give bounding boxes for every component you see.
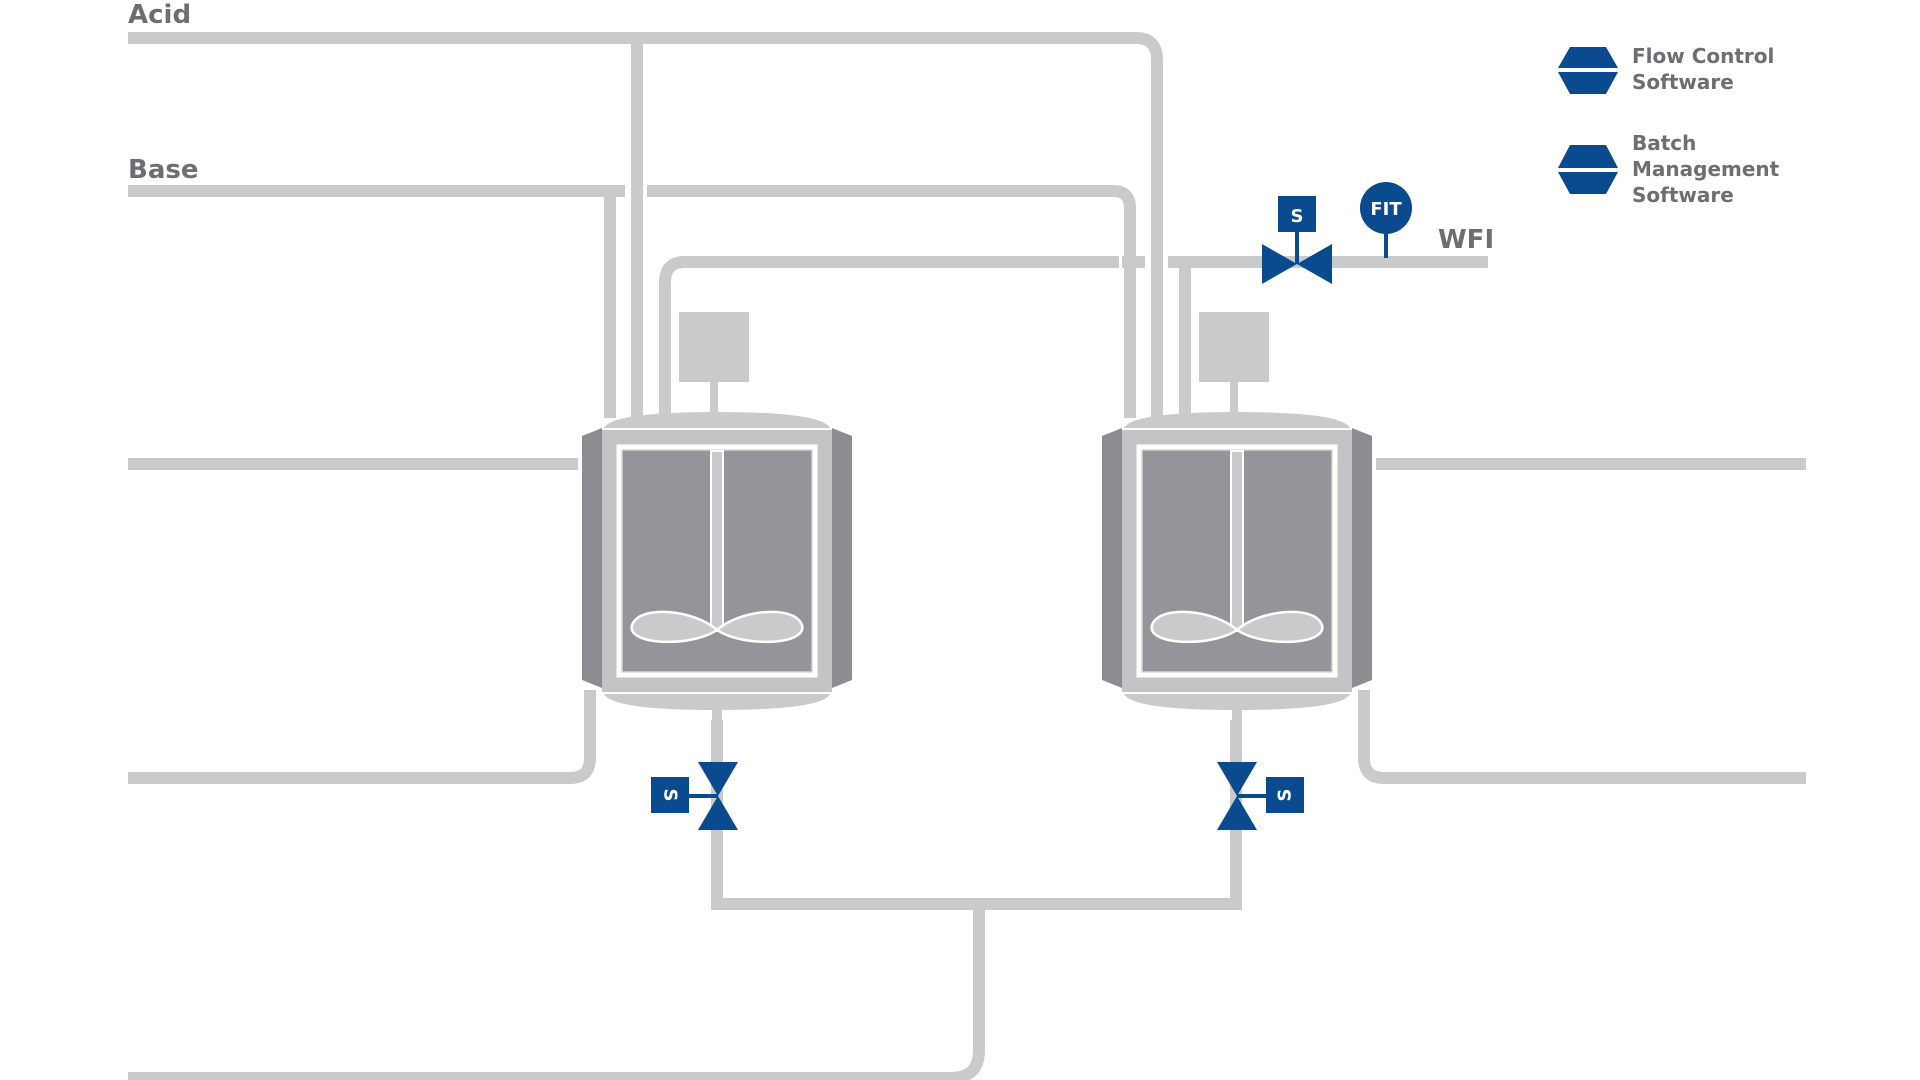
piping [128, 32, 1806, 1080]
agitator-motor [1199, 312, 1269, 382]
impeller-blade-right [1234, 610, 1324, 644]
vessel-bottom-dome [1124, 694, 1350, 710]
wfi-solenoid-valve[interactable]: S [1262, 196, 1332, 284]
base-pipe-right [647, 185, 1136, 418]
solenoid-actuator-icon [1266, 777, 1304, 813]
legend: Flow Control Software Batch Management S… [1558, 44, 1780, 207]
acid-pipe [128, 32, 1163, 418]
legend-item-flow-control: Flow Control Software [1558, 44, 1774, 94]
agitator-shaft [1230, 450, 1244, 632]
transmitter-bubble-icon [1360, 182, 1412, 234]
solenoid-actuator-icon [651, 777, 689, 813]
outlet-right-lower [1358, 690, 1806, 784]
batch-management-icon [1558, 145, 1618, 194]
acid-line-label: Acid [128, 0, 191, 30]
valve-body-left-icon [1262, 244, 1297, 284]
vessel-top-dome [1124, 412, 1350, 428]
bottom-manifold [711, 720, 1242, 910]
solenoid-label: S [1291, 206, 1304, 227]
wfi-line-label: WFI [1438, 225, 1494, 255]
legend-label-line-2: Management [1632, 157, 1780, 181]
bottom-valve-right[interactable]: S [1217, 762, 1304, 830]
tank-outlet-stub [712, 710, 722, 762]
solenoid-label: S [660, 789, 681, 802]
legend-item-batch-management: Batch Management Software [1558, 131, 1780, 207]
valve-stem [683, 794, 718, 798]
tank-right [1102, 312, 1372, 762]
base-line-label: Base [128, 155, 198, 185]
valve-stem [1295, 230, 1299, 264]
tank-left [582, 312, 852, 762]
valve-body-bottom-icon [1217, 796, 1257, 830]
valve-body-right-icon [1297, 244, 1332, 284]
impeller-blade-left [1150, 610, 1240, 644]
agitator-motor [679, 312, 749, 382]
impeller-blade-left [630, 610, 720, 644]
agitator-coupling [710, 382, 718, 412]
legend-label-line-1: Batch [1632, 131, 1696, 155]
valve-body-top-icon [1217, 762, 1257, 796]
bottom-valve-left[interactable]: S [651, 762, 738, 830]
legend-label-line-2: Software [1632, 70, 1734, 94]
valve-stem [1237, 794, 1272, 798]
tank-outlet-stub [1232, 710, 1242, 762]
vessel-inner-frame [616, 444, 818, 678]
jacket-left [582, 428, 602, 688]
agitator-shaft [710, 450, 724, 632]
jacket-left [1102, 428, 1122, 688]
jacket-right [1352, 428, 1372, 688]
flow-control-icon [1558, 47, 1618, 94]
jacket-right [832, 428, 852, 688]
solenoid-actuator-icon [1278, 196, 1316, 232]
legend-label-line-3: Software [1632, 183, 1734, 207]
impeller-blade-right [714, 610, 804, 644]
wfi-pipe-left [659, 256, 1119, 418]
agitator-coupling [1230, 382, 1238, 412]
transmitter-stem [1384, 230, 1388, 258]
solenoid-label: S [1275, 789, 1296, 802]
vessel-bottom-dome [604, 694, 830, 710]
flow-indicating-transmitter[interactable]: FIT [1360, 182, 1412, 258]
vessel-top-dome [604, 412, 830, 428]
legend-label-line-1: Flow Control [1632, 44, 1774, 68]
outlet-left-lower [128, 690, 596, 784]
vessel-inner-frame [1136, 444, 1338, 678]
drain-pipe [128, 904, 985, 1080]
valve-body-top-icon [698, 762, 738, 796]
transmitter-label: FIT [1370, 199, 1402, 220]
valve-body-bottom-icon [698, 796, 738, 830]
